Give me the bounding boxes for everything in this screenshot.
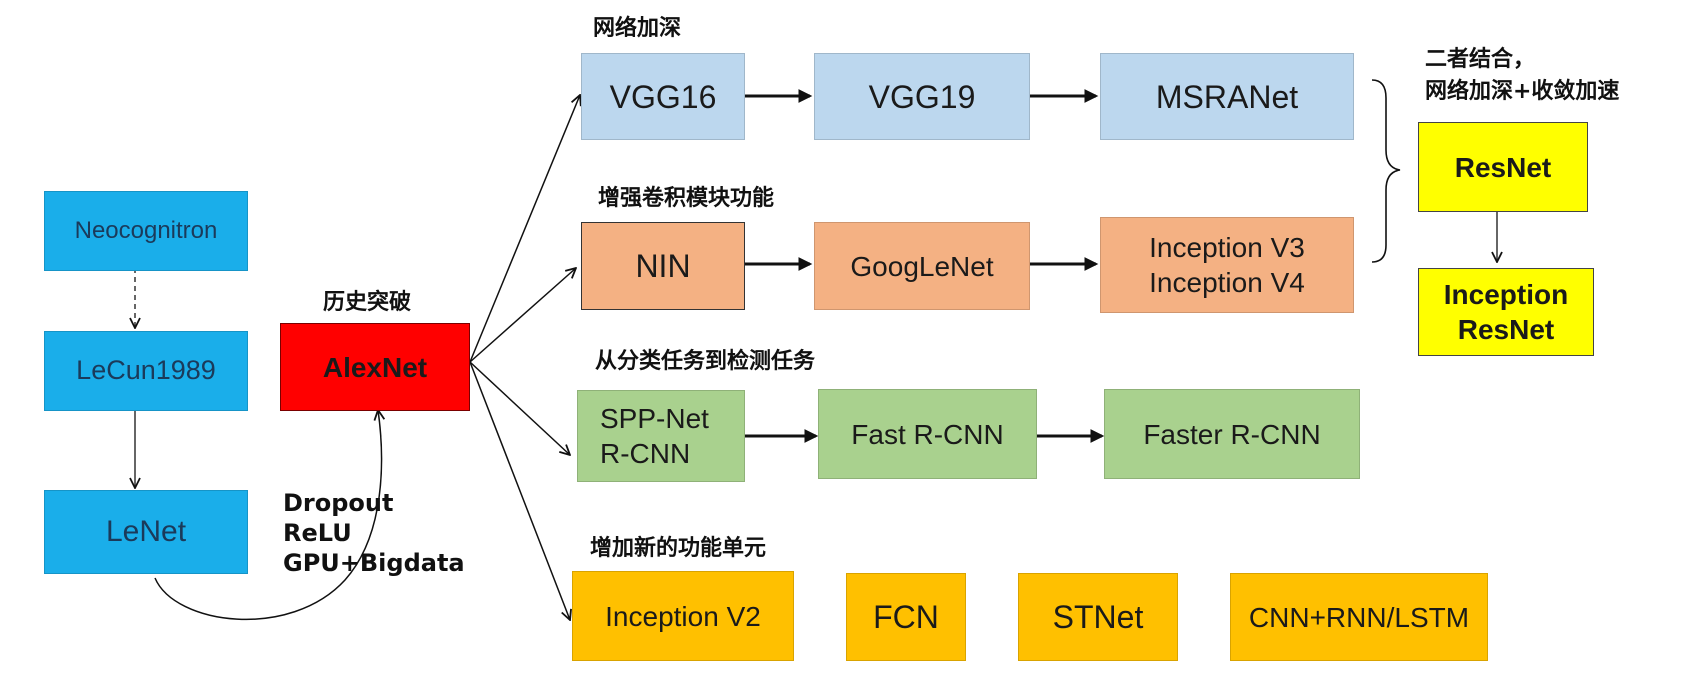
- alexnet-factors: Dropout ReLU GPU+Bigdata: [283, 488, 465, 578]
- section-label-deepen: 网络加深: [593, 16, 682, 41]
- node-inception-v2: Inception V2: [572, 571, 794, 661]
- combine-brace: [1371, 79, 1401, 263]
- node-sppnet-rcnn: SPP-Net R-CNN: [577, 390, 745, 482]
- arrow-alexnet-to-inception-v2: [469, 361, 570, 620]
- node-fast-rcnn: Fast R-CNN: [818, 389, 1037, 479]
- node-lenet-label: LeNet: [105, 515, 187, 549]
- arrow-alexnet-to-vgg16: [469, 95, 580, 363]
- node-inception-resnet-line1: Inception: [1443, 279, 1569, 310]
- node-inception-v3-v4: Inception V3 Inception V4: [1100, 217, 1354, 313]
- node-nin: NIN: [581, 222, 745, 310]
- node-googlenet-label: GoogLeNet: [850, 250, 994, 282]
- combine-line-1: 二者结合，: [1425, 47, 1536, 72]
- node-vgg16: VGG16: [581, 53, 745, 140]
- combine-line-2: 网络加深+收敛加速: [1425, 79, 1620, 104]
- node-cnn-rnn-lstm-label: CNN+RNN/LSTM: [1248, 601, 1470, 633]
- node-faster-rcnn-label: Faster R-CNN: [1143, 418, 1321, 450]
- node-rcnn-label: R-CNN: [600, 438, 691, 469]
- node-fcn-label: FCN: [873, 599, 939, 635]
- node-vgg19-label: VGG19: [868, 78, 976, 115]
- node-msranet: MSRANet: [1100, 53, 1354, 140]
- node-msranet-label: MSRANet: [1155, 78, 1299, 115]
- node-lecun1989: LeCun1989: [44, 331, 248, 411]
- node-inception-resnet-line2: ResNet: [1457, 314, 1555, 345]
- node-resnet: ResNet: [1418, 122, 1588, 212]
- node-inception-resnet: Inception ResNet: [1418, 268, 1594, 356]
- section-label-new-units: 增加新的功能单元: [590, 536, 767, 561]
- node-resnet-label: ResNet: [1454, 151, 1552, 183]
- node-neocognitron-label: Neocognitron: [74, 217, 218, 244]
- node-alexnet-label: AlexNet: [322, 351, 428, 383]
- section-label-enhance-conv: 增强卷积模块功能: [598, 186, 775, 211]
- node-fcn: FCN: [846, 573, 966, 661]
- arrow-alexnet-to-sppnet: [469, 361, 570, 455]
- factor-dropout: Dropout: [283, 489, 394, 517]
- node-vgg16-label: VGG16: [609, 78, 717, 115]
- node-sppnet-label: SPP-Net: [600, 403, 709, 434]
- arrow-lenet-to-alexnet: [154, 410, 382, 621]
- node-neocognitron: Neocognitron: [44, 191, 248, 271]
- node-cnn-rnn-lstm: CNN+RNN/LSTM: [1230, 573, 1488, 661]
- node-lecun1989-label: LeCun1989: [76, 355, 216, 386]
- section-label-combine: 二者结合， 网络加深+收敛加速: [1425, 44, 1619, 108]
- node-alexnet: AlexNet: [280, 323, 470, 411]
- node-inception-v4-label: Inception V4: [1149, 267, 1305, 298]
- node-inception-v2-label: Inception V2: [605, 600, 761, 632]
- node-vgg19: VGG19: [814, 53, 1030, 140]
- section-label-cls-to-det: 从分类任务到检测任务: [595, 349, 816, 374]
- factor-gpu-bigdata: GPU+Bigdata: [283, 549, 465, 577]
- node-fast-rcnn-label: Fast R-CNN: [851, 418, 1004, 450]
- node-stnet-label: STNet: [1052, 599, 1144, 635]
- arrow-alexnet-to-nin: [469, 268, 576, 363]
- section-label-breakthrough: 历史突破: [323, 290, 412, 315]
- node-inception-v3-label: Inception V3: [1149, 232, 1305, 263]
- node-faster-rcnn: Faster R-CNN: [1104, 389, 1360, 479]
- node-nin-label: NIN: [635, 248, 691, 284]
- node-googlenet: GoogLeNet: [814, 222, 1030, 310]
- node-lenet: LeNet: [44, 490, 248, 574]
- factor-relu: ReLU: [283, 519, 352, 547]
- node-stnet: STNet: [1018, 573, 1178, 661]
